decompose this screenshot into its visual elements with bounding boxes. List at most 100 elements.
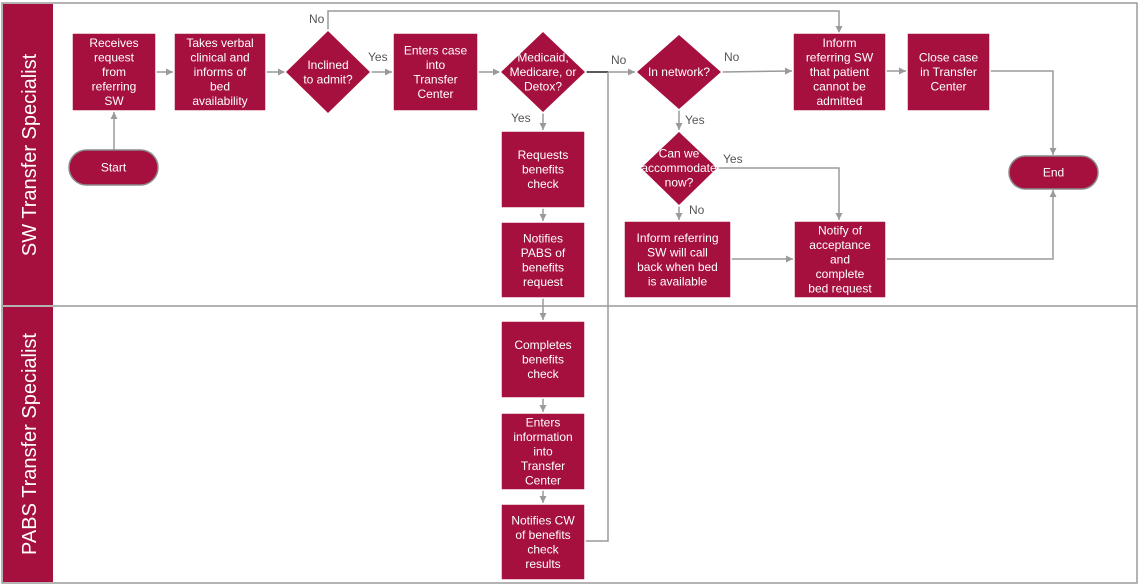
requests-benefits-label-line: check	[527, 177, 559, 191]
edge-label-yes-medicaid: Yes	[511, 111, 531, 125]
notify-acceptance-label-line: Notify of	[818, 224, 863, 238]
lane-title-sw: SW Transfer Specialist	[19, 53, 41, 256]
completes-benefits-label-line: benefits	[522, 353, 564, 367]
takes-verbal-label-line: bed	[210, 80, 230, 94]
enters-information-label-line: into	[533, 445, 553, 459]
medicaid-check-label-line: Medicaid,	[517, 51, 568, 65]
inform-cannot-admit-label-line: admitted	[816, 94, 862, 108]
edge-notify-to-end	[886, 190, 1057, 260]
can-accommodate-label-line: Can we	[659, 147, 700, 161]
notify-acceptance-label-line: complete	[816, 267, 865, 281]
in-network-label: In network?	[648, 65, 710, 79]
medicaid-check-label-line: Detox?	[524, 80, 562, 94]
inform-cannot-admit-label-line: Inform	[822, 36, 856, 50]
lane-header-pabs	[3, 307, 53, 582]
inform-cannot-admit-label-line: referring SW	[806, 51, 874, 65]
end-terminal: End	[1008, 155, 1099, 190]
receives-request-label-line: from	[102, 65, 126, 79]
notifies-cw-label-line: check	[527, 542, 559, 556]
requests-benefits-label-line: benefits	[522, 163, 564, 177]
start-label-line: Start	[101, 161, 127, 175]
notifies-pabs-label-line: request	[523, 275, 564, 289]
enters-information-label-line: information	[513, 430, 572, 444]
enters-case-label-line: Center	[417, 87, 453, 101]
notifies-cw-label-line: of benefits	[515, 528, 570, 542]
inform-cannot-admit-label-line: that patient	[810, 65, 870, 79]
inform-call-back-label-line: Inform referring	[636, 231, 718, 245]
inform-cannot-admit-label-line: cannot be	[813, 80, 866, 94]
notifies-cw-label-line: Notifies CW	[511, 513, 575, 527]
notifies-pabs-label-line: Notifies	[523, 231, 563, 245]
enters-information-label-line: Enters	[526, 416, 561, 430]
takes-verbal-label-line: clinical and	[190, 51, 249, 65]
start-terminal: Start	[68, 149, 159, 186]
enters-case-label-line: Transfer	[413, 72, 457, 86]
inform-call-back-label-line: SW will call	[647, 245, 708, 259]
completes-benefits-label-line: check	[527, 367, 559, 381]
edge-notifies-cw-back	[585, 72, 609, 542]
notify-acceptance-label-line: bed request	[808, 282, 872, 296]
completes-benefits-label-line: Completes	[514, 338, 571, 352]
notifies-pabs-label-line: PABS of	[521, 246, 566, 260]
can-accommodate-label-line: now?	[665, 176, 694, 190]
lane-header-sw	[3, 4, 53, 305]
edge-network-no	[721, 67, 793, 75]
end-label: End	[1043, 166, 1064, 180]
notifies-cw-label-line: results	[525, 557, 560, 571]
edge-close-to-end	[990, 70, 1057, 155]
receives-request-label-line: request	[94, 51, 135, 65]
close-case-label-line: Close case	[919, 51, 979, 65]
edge-label-yes-inclined: Yes	[368, 50, 388, 64]
receives-request-label-line: referring	[92, 80, 137, 94]
edge-inclined-no	[327, 10, 843, 33]
in-network-decision: In network?	[634, 32, 724, 112]
start-label: Start	[101, 161, 127, 175]
edge-label-yes-accommodate: Yes	[723, 152, 743, 166]
edge-label-yes-network: Yes	[685, 113, 705, 127]
notify-acceptance-label-line: and	[830, 253, 850, 267]
enters-case-label-line: into	[426, 58, 446, 72]
takes-verbal-label-line: informs of	[194, 65, 247, 79]
close-case-label-line: Center	[930, 80, 966, 94]
inclined-to-admit-label-line: Inclined	[307, 58, 348, 72]
takes-verbal-label-line: Takes verbal	[186, 36, 253, 50]
can-accommodate-label-line: accommodate	[641, 161, 717, 175]
inclined-to-admit-label-line: to admit?	[303, 72, 353, 86]
medicaid-check-label-line: Medicare, or	[510, 65, 577, 79]
edge-label-no-medicaid: No	[611, 53, 627, 67]
requests-benefits-label-line: Requests	[518, 148, 569, 162]
takes-verbal-label-line: availability	[192, 94, 247, 108]
edge-label-no-inclined: No	[309, 12, 325, 26]
connectors	[110, 10, 1057, 542]
receives-request-label-line: Receives	[89, 36, 138, 50]
enters-information-label-line: Center	[525, 474, 561, 488]
